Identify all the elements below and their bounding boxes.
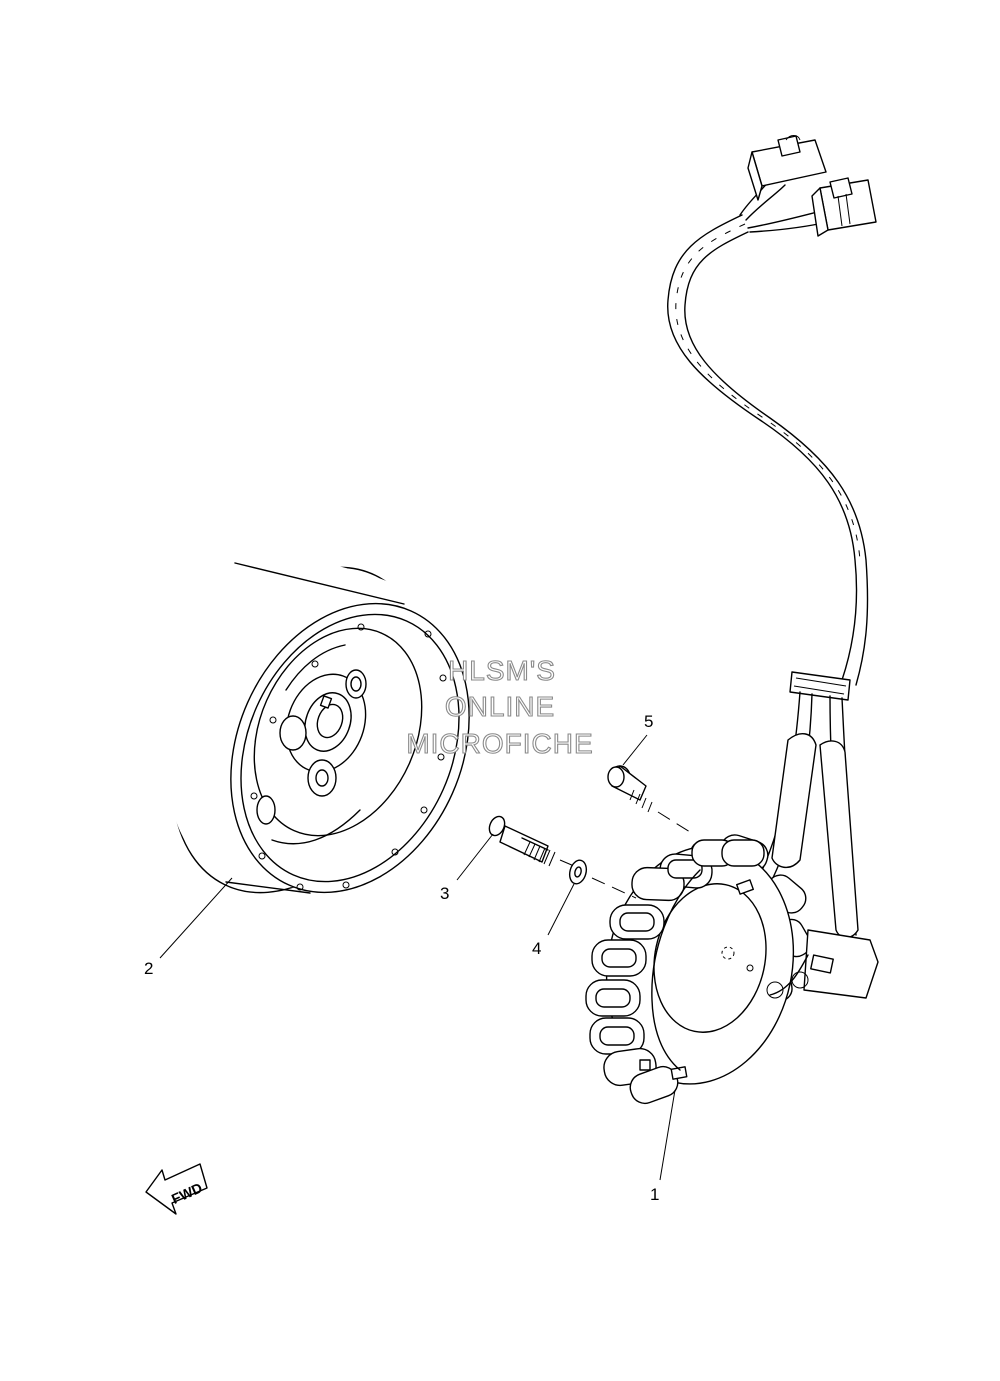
- connector-large: [747, 135, 827, 201]
- grommet: [789, 671, 851, 701]
- rim-holes: [250, 623, 447, 891]
- screw-thread: [629, 789, 653, 813]
- bolt: [488, 815, 556, 867]
- callout-4: 4: [532, 939, 541, 958]
- watermark-line-1: HLSM'S: [448, 655, 556, 686]
- bolt-thread: [523, 841, 556, 867]
- watermark-line-3: MICROFICHE: [406, 728, 593, 759]
- connector-small: [811, 177, 877, 237]
- screw: [607, 765, 653, 813]
- callout-5: 5: [644, 712, 653, 731]
- callout-3: 3: [440, 884, 449, 903]
- stator: [585, 834, 879, 1105]
- leader-lines: [159, 734, 676, 1181]
- watermark-line-2: ONLINE: [445, 691, 555, 722]
- washer: [568, 859, 588, 885]
- assembly-lines: [559, 811, 691, 899]
- callout-1: 1: [650, 1185, 659, 1204]
- fwd-arrow-icon: FWD: [145, 1163, 208, 1215]
- callout-2: 2: [144, 959, 153, 978]
- rotor-flywheel: [165, 556, 470, 894]
- wire-harness: [667, 179, 869, 939]
- watermark: HLSM'S ONLINE MICROFICHE: [406, 654, 593, 759]
- pickup-coil: [766, 929, 879, 999]
- stator-coils-front: [585, 853, 713, 1105]
